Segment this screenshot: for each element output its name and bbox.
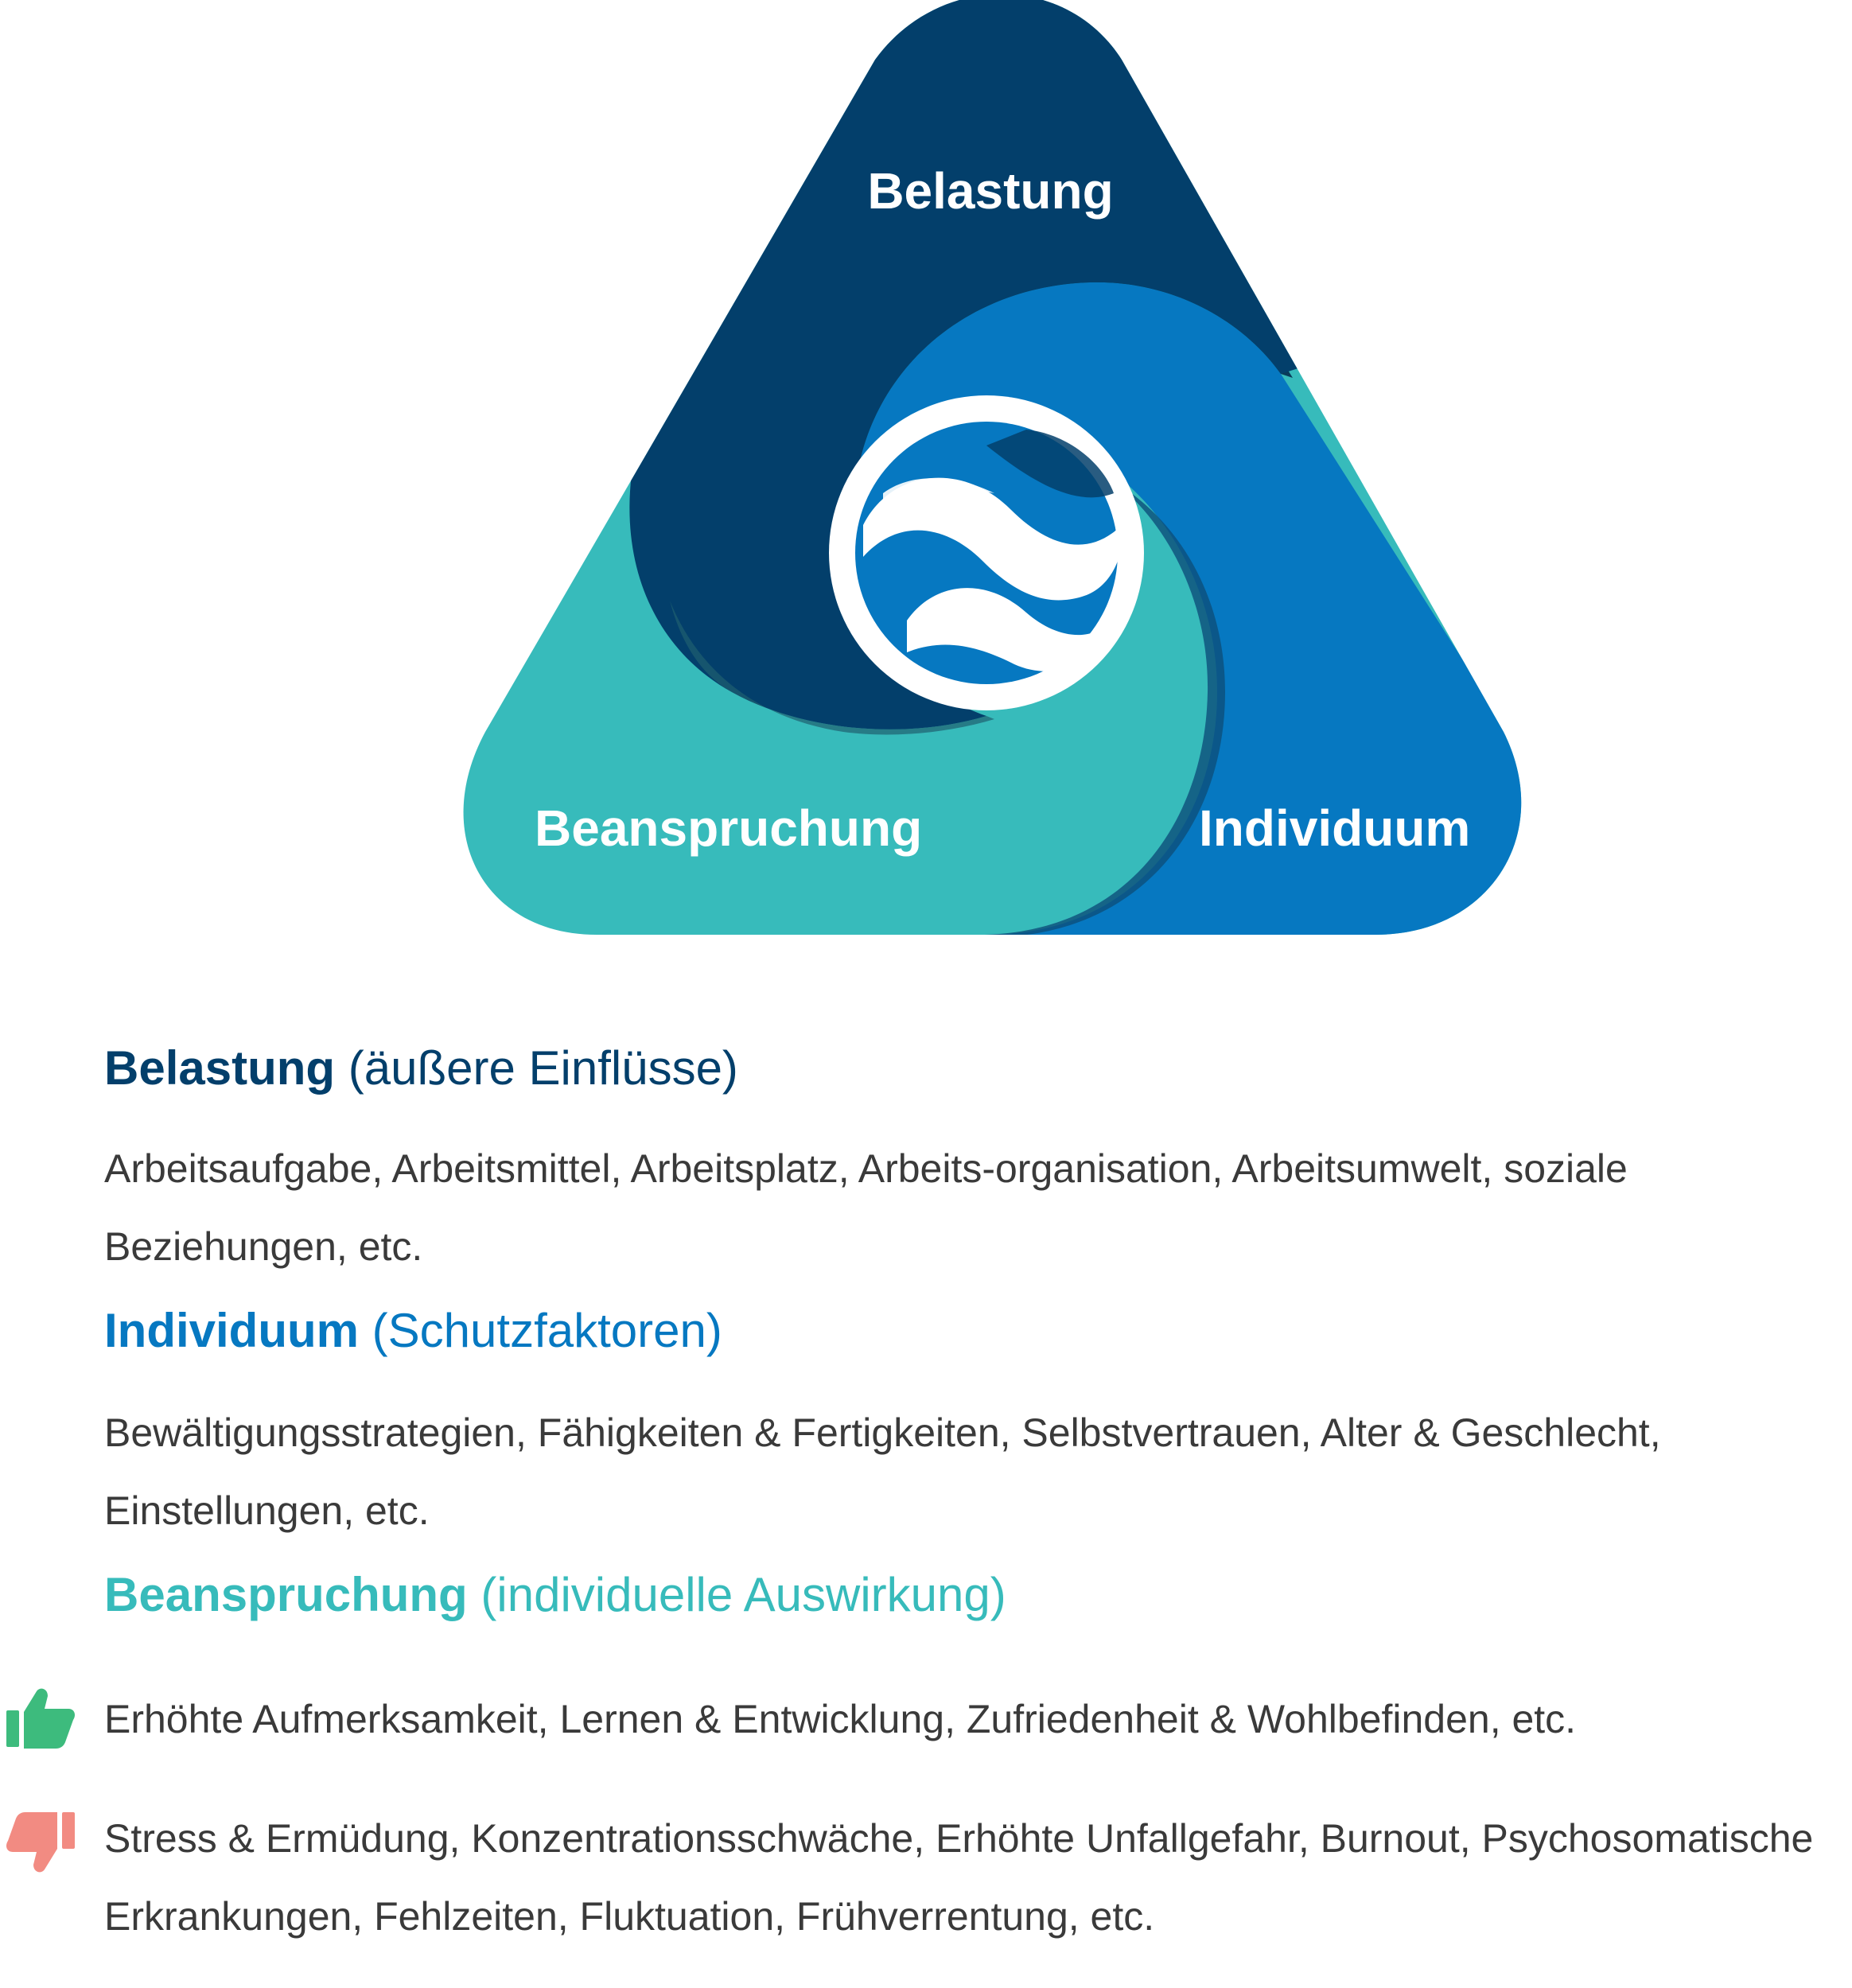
belastung-title: Belastung [104,1041,336,1095]
belastung-subtitle: (äußere Einflüsse) [348,1041,738,1095]
beanspruchung-heading: Beanspruchung (individuelle Auswirkung) [104,1567,1006,1623]
beanspruchung-negative: Stress & Ermüdung, Konzentrationsschwäch… [104,1816,1814,1939]
individuum-heading: Individuum (Schutzfaktoren) [104,1303,722,1359]
stress-model-diagram: Belastung Beanspruchung Individuum [463,0,1522,935]
diagram-label-belastung: Belastung [867,162,1113,220]
belastung-shadow [670,601,994,735]
individuum-title: Individuum [104,1304,359,1357]
diagram-label-individuum: Individuum [1199,799,1470,857]
individuum-body: Bewältigungsstrategien, Fähigkeiten & Fe… [104,1410,1661,1533]
diagram-label-beanspruchung: Beanspruchung [535,799,922,857]
beanspruchung-title: Beanspruchung [104,1568,468,1621]
belastung-heading: Belastung (äußere Einflüsse) [104,1041,738,1096]
individuum-subtitle: (Schutzfaktoren) [372,1304,722,1357]
belastung-body: Arbeitsaufgabe, Arbeitsmittel, Arbeitspl… [104,1146,1628,1269]
thumbs-down-icon [6,1812,75,1873]
beanspruchung-positive: Erhöhte Aufmerksamkeit, Lernen & Entwick… [104,1697,1577,1741]
individuum-segment [855,282,1522,935]
center-logo-icon [829,395,1144,710]
thumbs-up-icon [6,1688,75,1749]
beanspruchung-subtitle: (individuelle Auswirkung) [481,1568,1006,1621]
